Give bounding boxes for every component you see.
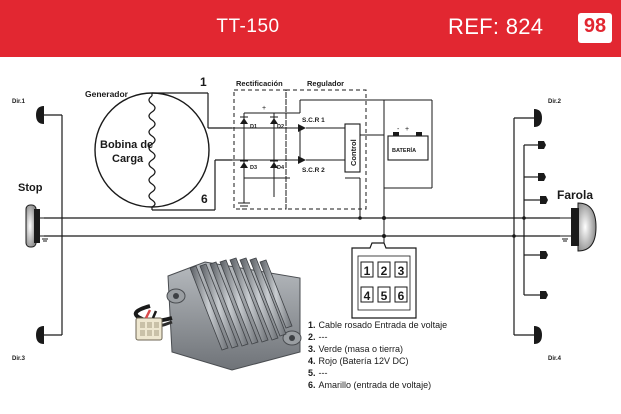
pin-5-label: 5 [381, 289, 388, 303]
generator-wires [207, 93, 232, 210]
legend-num: 5. [308, 368, 316, 378]
scr2-icon [298, 156, 306, 164]
legend-num: 4. [308, 356, 316, 366]
d3-label: D3 [250, 165, 257, 171]
bulb-icon [540, 291, 548, 299]
legend-text: Verde (masa o tierra) [319, 344, 404, 354]
svg-text:3.Verde (masa o tierra): 3.Verde (masa o tierra) [308, 344, 403, 354]
legend-text: Cable rosado Entrada de voltaje [319, 320, 448, 330]
stop-label: Stop [18, 182, 43, 194]
scr-circuit [274, 99, 385, 218]
rectifier-box: Rectificación [233, 79, 287, 210]
dir4-label: Dir.4 [548, 356, 562, 362]
pin-legend: 1.Cable rosado Entrada de voltaje 2.--- … [308, 320, 447, 390]
dir2-label: Dir.2 [548, 99, 562, 105]
svg-text:2.---: 2.--- [308, 332, 328, 342]
page-number: 98 [583, 15, 607, 37]
battery-plus: + [405, 126, 409, 133]
model-name: TT-150 [216, 16, 280, 37]
stop-lamp: Stop [18, 182, 48, 248]
pin-2-label: 2 [381, 264, 388, 278]
legend-text: Rojo (Batería 12V DC) [319, 356, 409, 366]
d2-label: D2 [277, 124, 284, 130]
farola-label: Farola [557, 188, 593, 202]
pin-4-label: 4 [364, 289, 371, 303]
rect-label: Rectificación [236, 79, 283, 88]
bulb-icon [538, 141, 546, 149]
coil-label-1: Bobina de [100, 139, 153, 151]
coil-label-2: Carga [112, 153, 144, 165]
reference-number: REF: 824 [448, 14, 544, 39]
legend-text: Amarillo (entrada de voltaje) [319, 380, 432, 390]
scr-symbols [298, 124, 306, 164]
control-label: Control [349, 139, 358, 166]
svg-text:1.Cable rosado Entrada de volt: 1.Cable rosado Entrada de voltaje [308, 320, 447, 330]
scr1-label: S.C.R 1 [302, 117, 325, 124]
diode-d2-icon [270, 118, 278, 124]
control-block: Control [344, 123, 361, 173]
legend-num: 1. [308, 320, 316, 330]
indicator-bulbs [538, 141, 548, 299]
legend-num: 6. [308, 380, 316, 390]
turn-signal-dir2: Dir.2 [534, 99, 562, 127]
regulator-photo [133, 257, 302, 371]
battery-label: BATERÍA [392, 146, 416, 154]
svg-text:6.Amarillo (entrada de voltaje: 6.Amarillo (entrada de voltaje) [308, 380, 431, 390]
scr2-label: S.C.R 2 [302, 167, 325, 174]
turn-signal-dir1: Dir.1 [12, 99, 44, 124]
scr1-icon [298, 124, 306, 132]
junction-dots [358, 216, 526, 238]
svg-text:5.---: 5.--- [308, 368, 328, 378]
bulb-icon [540, 196, 548, 204]
connector-diagram: 1 2 3 4 5 6 [351, 242, 417, 319]
terminal-6-label: 6 [201, 192, 208, 206]
header-bar [0, 0, 621, 57]
diode-bridge [232, 112, 300, 210]
diode-d4-icon [270, 162, 278, 168]
rect-plus-sign: + [262, 105, 266, 112]
legend-text: --- [319, 332, 328, 342]
d1-label: D1 [250, 124, 257, 130]
dir1-label: Dir.1 [12, 99, 26, 105]
turn-signal-dir3: Dir.3 [12, 326, 44, 362]
diode-d3-icon [240, 162, 248, 168]
coil-icon [148, 95, 156, 208]
bulb-icon [538, 173, 546, 181]
pin-6-label: 6 [398, 289, 405, 303]
battery: BATERÍA - + [384, 99, 433, 189]
bulb-icon [540, 251, 548, 259]
generator: Generador Bobina de Carga 1 6 [85, 75, 215, 211]
legend-text: --- [319, 368, 328, 378]
regulator-box: Regulador [285, 79, 367, 210]
main-wires [44, 114, 560, 336]
legend-num: 3. [308, 344, 316, 354]
dir3-label: Dir.3 [12, 356, 26, 362]
page-number-box [578, 13, 612, 43]
diode-d1-icon [240, 118, 248, 124]
svg-text:4.Rojo (Batería 12V DC): 4.Rojo (Batería 12V DC) [308, 356, 409, 366]
headlight: Farola [557, 188, 597, 252]
pin-3-label: 3 [398, 264, 405, 278]
d4-label: D4 [277, 165, 285, 171]
turn-signal-dir4: Dir.4 [534, 326, 562, 362]
reg-label: Regulador [307, 79, 344, 88]
legend-num: 2. [308, 332, 316, 342]
terminal-1-label: 1 [200, 75, 207, 89]
pin-1-label: 1 [364, 264, 371, 278]
generator-label: Generador [85, 89, 129, 99]
battery-minus: - [397, 126, 400, 133]
diode-symbols [240, 116, 278, 168]
